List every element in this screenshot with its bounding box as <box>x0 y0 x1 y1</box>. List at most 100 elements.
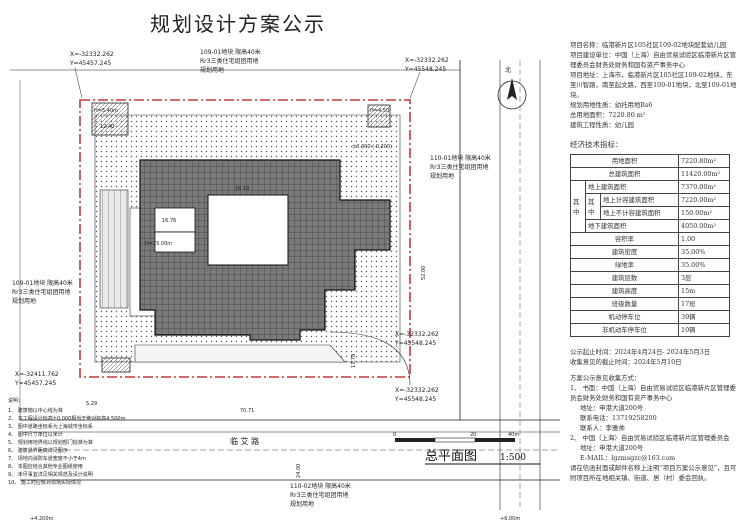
project-name: 项目名称：临港新片区105社区109-02地块配套幼儿园 <box>570 41 727 49</box>
coord-mr-x: X=-32332.262 <box>395 331 439 338</box>
north-label: 北 <box>505 66 511 74</box>
west-plot-label-3: 规划用地 <box>12 297 36 305</box>
dimension-5: 17.78 <box>351 354 357 368</box>
south-plot-label-2: Rr3三类住宅组团用地 <box>290 491 348 499</box>
coord-mr-y: Y=45548.245 <box>394 340 436 347</box>
north-plot-label-2: Rr3三类住宅组团用地 <box>200 57 258 65</box>
south-ancillary <box>101 357 131 373</box>
table-title: 经济技术指标： <box>570 140 623 149</box>
site-plan-drawing: X=-32332.262 Y=45457.245 X=-32332.262 Y=… <box>8 48 560 522</box>
note-4: 4、 图中尺寸单位以米计 <box>8 431 63 438</box>
coordinate-marker-mr: X=-32332.262 Y=45548.245 <box>394 331 439 347</box>
note-1: 1、 建筑物以中心线为准 <box>8 407 63 414</box>
feedback-line: 地址：申港大道200号 <box>580 444 644 452</box>
elevation-label-2: 16.76 <box>162 218 176 224</box>
coord-br-y: Y=45548.245 <box>394 396 436 403</box>
project-owner: 项目建设单位：中国（上海）自由贸易试验区临港新片区管理委员会财务处财务和国有资产… <box>570 51 737 69</box>
coordinate-marker-br: X=-32332.262 Y=45548.245 <box>394 387 439 403</box>
publicity-period: 公示起止时间：2024年4月24日- 2024年5月3日 收集意见的截止时间：2… <box>570 347 738 367</box>
feedback-line: 2、 中国（上海）自由贸易试验区临港新片区管理委员会 <box>570 434 730 442</box>
dimension-1: 70.71 <box>240 408 254 414</box>
coordinate-marker-tr: X=-32332.262 Y=45548.245 <box>404 57 449 99</box>
note-9: 9、 未尽事宜详见相关规范及设计说明 <box>8 471 93 478</box>
period-line-2: 收集意见的截止时间：2024年5月10日 <box>570 358 682 366</box>
feedback-line: 1、 书面：中国（上海）自由贸易试验区临港新片区管理委员会财务处财务和国有资产事… <box>570 384 736 402</box>
note-5: 5、 规划用地界线以规划部门批准为准 <box>8 439 93 446</box>
dimension-3: 52.00 <box>421 266 427 280</box>
feedback-block: 方案公示意见收集方式： 1、 书面：中国（上海）自由贸易试验区临港新片区管理委员… <box>570 373 738 483</box>
elevation-label-3: 16.19 <box>235 186 249 192</box>
south-plot-label-3: 规划用地 <box>290 500 314 508</box>
page-title: 规划设计方案公示 <box>150 12 326 36</box>
note-6: 6、 建筑退界距离详见图示 <box>8 447 68 454</box>
feedback-line: E-MAIL：lgzmsgzc@163.com <box>580 454 676 462</box>
drawing-scale: 1:500 <box>500 453 526 463</box>
coordinate-marker-bl: X=-32411.762 Y=45457.245 <box>14 371 59 387</box>
scale-tick-20: 20 <box>470 432 476 438</box>
note-10: 10、 施工时应核对现场实际情况 <box>8 479 81 486</box>
merge-inner: 其中 <box>585 193 601 220</box>
east-plot-label-2: Rr3三类住宅组团用地 <box>430 163 488 171</box>
feedback-line: 联系人：李雅帅 <box>580 424 625 432</box>
note-2: 2、 本工程设计标高±0.000相当于绝对标高4.500m <box>8 415 126 422</box>
coord-tr-y: Y=45548.245 <box>404 66 446 73</box>
coord-bl-y: Y=45457.245 <box>14 380 56 387</box>
west-plot-label-2: Rr3三类住宅组团用地 <box>12 288 70 296</box>
level-label-2: +4.200m <box>30 516 54 522</box>
south-plot-label: 110-02地块 限高40米 <box>290 482 351 490</box>
dimension-4: 5.29 <box>86 401 97 407</box>
east-plot-label: 110-01地块 限高40米 <box>430 154 491 162</box>
level-label-3: +6.00m <box>500 516 520 522</box>
project-address: 项目地址：上海市，临港新片区105社区109-02地块，东至川智路，南至起文路，… <box>570 71 737 99</box>
drawing-title-block: 总平面图 1:500 <box>425 449 540 465</box>
north-plot-label: 109-01地块 限高40米 <box>200 48 261 56</box>
scale-bar: 0 20 40m <box>393 432 519 443</box>
feedback-line: 地址：申港大道200号 <box>580 404 644 412</box>
land-use: 规划用地性质：幼托用地Rs6 <box>570 101 653 109</box>
level-label-1: ±0.300 (-0.200) <box>352 144 392 150</box>
north-arrow-icon: 北 <box>497 66 527 110</box>
merge-outer: 其中 <box>570 180 586 233</box>
courtyard <box>207 194 289 266</box>
coordinate-marker-tl: X=-32332.262 Y=45457.245 <box>69 51 114 99</box>
height-label-3: H=15.00m <box>145 241 172 247</box>
notes-heading: 说明： <box>8 397 23 404</box>
elevation-label-1: 12.40 <box>100 124 114 130</box>
drawing-notes: 说明： 1、 建筑物以中心线为准 2、 本工程设计标高±0.000相当于绝对标高… <box>8 397 126 486</box>
note-8: 8、 本图应结合其他专业图纸使用 <box>8 463 83 470</box>
feedback-title: 方案公示意见收集方式： <box>570 374 641 382</box>
coord-tl-x: X=-32332.262 <box>70 51 114 58</box>
west-plot-label: 109-01地块 限高40米 <box>12 279 73 287</box>
road-name: 临 艾 路 <box>230 436 259 446</box>
coord-tl-y: Y=45457.245 <box>69 60 111 67</box>
east-plot-label-3: 规划用地 <box>430 172 454 180</box>
note-3: 3、 图中道路坐标系为上海城市坐标系 <box>8 423 93 430</box>
coord-br-x: X=-32332.262 <box>395 387 439 394</box>
height-label-2: H=4.50 <box>370 108 389 114</box>
site-area: 总用地面积：7220.80 m² <box>570 111 646 119</box>
period-line-1: 公示起止时间：2024年4月24日- 2024年5月3日 <box>570 348 711 356</box>
height-label-1: H=5.40m <box>94 108 118 114</box>
site-boundary <box>79 99 411 378</box>
scale-tick-0: 0 <box>393 432 396 438</box>
building-type: 建筑工程性质：幼儿园 <box>570 121 634 129</box>
scale-tick-40: 40m <box>508 432 519 438</box>
entrance-plaza <box>134 344 346 363</box>
east-ancillary <box>367 104 391 128</box>
feedback-line: 请在信函封面或邮件名称上注明“项目方案公示意见”，且可附项目所在地相关镇、街道、… <box>570 464 737 482</box>
feedback-line: 联系电话：13719258200 <box>580 414 657 422</box>
